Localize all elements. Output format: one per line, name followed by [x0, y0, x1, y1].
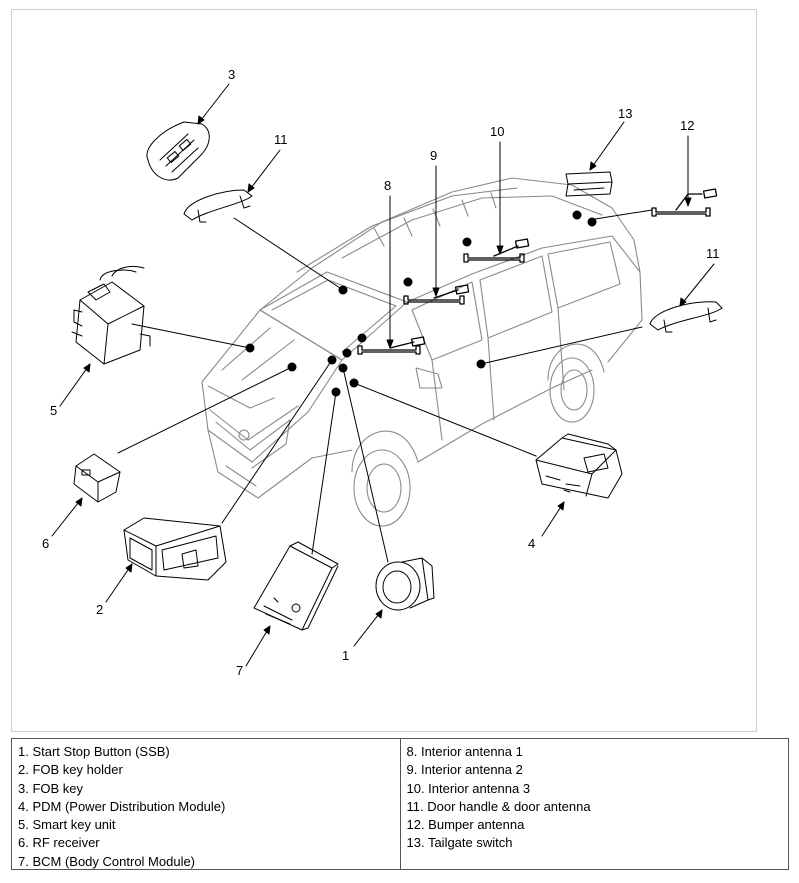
- callout-5: 5: [50, 403, 57, 418]
- antenna-8-icon: [357, 336, 426, 355]
- legend-item: 13. Tailgate switch: [406, 835, 513, 851]
- start-stop-button-icon: [375, 557, 435, 611]
- legend-item: 11. Door handle & door antenna: [406, 798, 591, 814]
- legend-item: 10. Interior antenna 3: [406, 780, 531, 796]
- legend-column-right: 8. Interior antenna 1 9. Interior antenn…: [399, 739, 789, 869]
- legend-item: 6. RF receiver: [18, 835, 100, 851]
- callout-6: 6: [42, 536, 49, 551]
- pdm-icon: [535, 433, 623, 499]
- mount-points: [245, 210, 597, 397]
- legend-column-left: 1. Start Stop Button (SSB) 2. FOB key ho…: [12, 739, 400, 869]
- callout-3: 3: [228, 67, 235, 82]
- callout-11-right: 11: [706, 246, 720, 261]
- legend-item: 7. BCM (Body Control Module): [18, 853, 196, 869]
- legend-item: 12. Bumper antenna: [406, 817, 525, 833]
- callout-10: 10: [490, 124, 504, 139]
- callout-2: 2: [96, 602, 103, 617]
- antenna-12-icon: [651, 188, 718, 217]
- component-location-diagram: 3 11 5 6 2 7 1 4 8 9 10 13 12 11: [11, 9, 757, 732]
- callout-1: 1: [342, 648, 349, 663]
- legend-item: 8. Interior antenna 1: [406, 744, 523, 759]
- callout-13: 13: [618, 106, 632, 121]
- legend-item: 1. Start Stop Button (SSB): [18, 744, 170, 759]
- fob-key-holder-icon: [123, 517, 227, 581]
- door-handle-left-icon: [183, 189, 253, 223]
- legend-table: 1. Start Stop Button (SSB) 2. FOB key ho…: [11, 738, 789, 870]
- legend-item: 9. Interior antenna 2: [406, 762, 523, 778]
- callout-4: 4: [528, 536, 535, 551]
- callout-9: 9: [430, 148, 437, 163]
- door-handle-right-icon: [649, 301, 723, 333]
- callout-12: 12: [680, 118, 694, 133]
- callout-labels: 3 11 5 6 2 7 1 4 8 9 10 13 12 11: [42, 67, 720, 678]
- leader-lines: [117, 209, 653, 563]
- legend-item: 4. PDM (Power Distribution Module): [18, 798, 226, 814]
- callout-7: 7: [236, 663, 243, 678]
- vehicle-illustration: [201, 177, 643, 527]
- bcm-icon: [253, 541, 339, 631]
- tailgate-switch-icon: [565, 171, 613, 197]
- legend-item: 5. Smart key unit: [18, 817, 116, 833]
- legend-item: 3. FOB key: [18, 780, 84, 796]
- callout-arrows: [51, 83, 715, 667]
- legend-item: 2. FOB key holder: [18, 762, 123, 778]
- callout-8: 8: [384, 178, 391, 193]
- diagram-canvas: 3 11 5 6 2 7 1 4 8 9 10 13 12 11: [42, 67, 723, 678]
- smart-key-unit-icon: [71, 265, 151, 365]
- callout-11-left: 11: [274, 132, 288, 147]
- antenna-9-icon: [403, 284, 470, 305]
- rf-receiver-icon: [73, 453, 121, 503]
- fob-key-icon: [146, 121, 210, 181]
- antenna-10-icon: [463, 238, 530, 263]
